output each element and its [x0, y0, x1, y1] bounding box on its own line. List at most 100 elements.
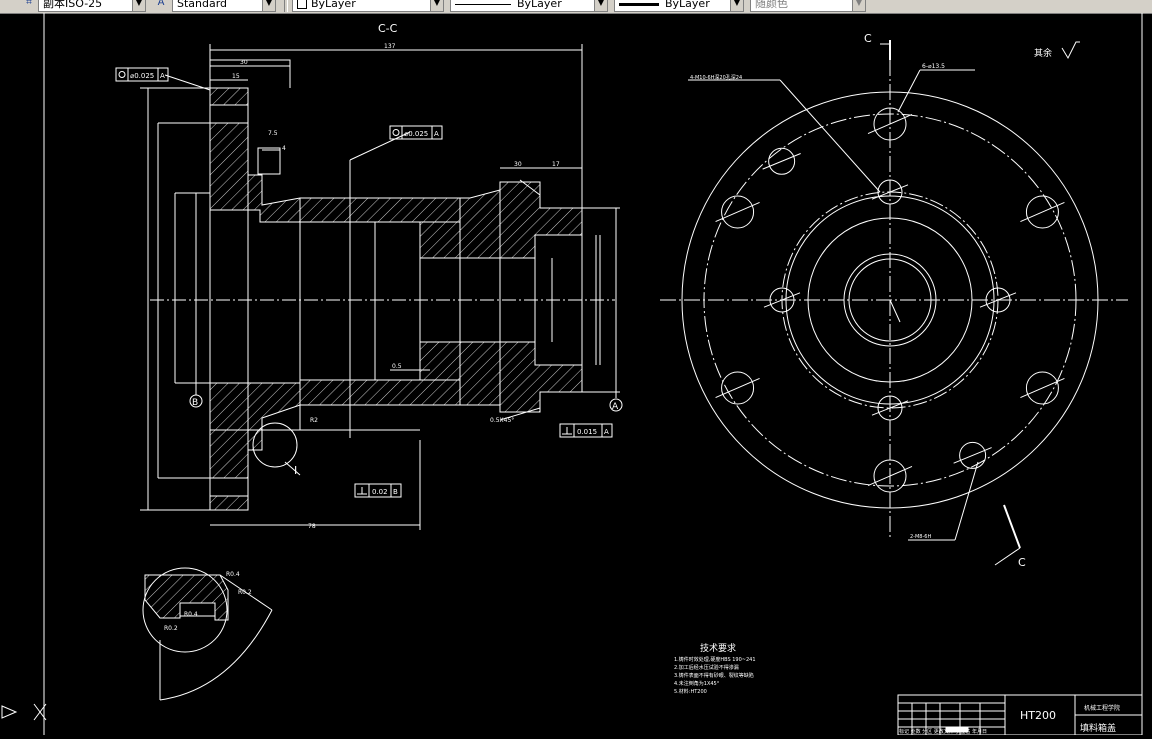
bolt-holes [715, 107, 1065, 493]
dim-flange-step: 15 [232, 73, 240, 80]
tech-line: 4.未注倒角为1X45° [674, 680, 720, 687]
threaded-hole [877, 179, 903, 205]
linetype-preview-icon [455, 3, 511, 5]
detail-r04-a: R0.4 [226, 571, 240, 578]
detail-view [142, 567, 273, 701]
dim-total-length: 137 [384, 43, 396, 50]
detail-hatch [144, 574, 229, 621]
datum-a-label: A [612, 402, 619, 412]
textstyle-dropdown[interactable]: Standard ▼ [172, 0, 276, 12]
through-hole-note: 6-⌀13.5 [922, 63, 945, 70]
tech-notes: 1.铸件时效处理,硬度HBS 190~241 2.加工后经水压试验不得渗漏 3.… [674, 656, 756, 695]
plotstyle-value: 随颜色 [755, 0, 788, 10]
linetype-dropdown[interactable]: ByLayer ▼ [450, 0, 608, 12]
hole-centerline [715, 201, 760, 223]
chevron-down-icon: ▼ [430, 0, 443, 11]
dim-0-5: 0.5 [392, 363, 402, 370]
hole-centerline [871, 184, 909, 200]
textstyle-value: Standard [177, 0, 228, 10]
datum-a-marker [609, 398, 623, 412]
cut-label-top: C [864, 32, 872, 45]
pin-hole [959, 441, 987, 469]
dim-flange-thickness: 30 [240, 59, 248, 66]
fcf-right-ref: A [604, 428, 609, 436]
fcf-top-left-ref: A [160, 72, 165, 80]
tech-line: 5.材料:HT200 [674, 688, 707, 695]
hole-centerline [867, 465, 913, 487]
fcf-bottom [354, 483, 402, 498]
layer-color-dropdown[interactable]: ByLayer ▼ [292, 0, 444, 12]
threaded-hole-note: 4-M10-6H深20孔深24 [690, 74, 742, 81]
dim-chamfer: 0.5X45° [490, 417, 514, 424]
section-view [140, 44, 620, 530]
lineweight-value: ByLayer [665, 0, 710, 10]
fcf-top-mid-ref: A [434, 130, 439, 138]
threaded-hole [985, 287, 1011, 313]
tech-line: 1.铸件时效处理,硬度HBS 190~241 [674, 656, 756, 663]
threaded-hole [877, 395, 903, 421]
lineweight-preview-icon [619, 2, 659, 6]
fcf-bottom-ref: B [393, 488, 398, 496]
detail-r02-b: R0.2 [164, 625, 178, 632]
fcf-bottom-tol: 0.02 [372, 488, 388, 496]
textstyle-icon[interactable]: A [157, 0, 165, 8]
title-part-name: 填料箱盖 [1080, 722, 1116, 734]
drawing-canvas[interactable]: ⌀0.025 A ⌀0.025 A 0.015 A 0.02 B C-C 137… [0, 13, 1152, 736]
roughness-symbol-icon [1061, 41, 1080, 60]
hole-centerline [867, 113, 913, 135]
hole-centerline [1020, 201, 1065, 223]
through-hole [873, 107, 907, 141]
detail-r02-a: R0.2 [238, 589, 252, 596]
hole-centerline [715, 377, 760, 399]
pin-hole [768, 147, 796, 175]
linetype-value: ByLayer [517, 0, 562, 10]
drawing-frame [43, 13, 1143, 735]
toolbar-separator [284, 0, 288, 12]
dim-length-30: 30 [514, 161, 522, 168]
layer-color-value: ByLayer [311, 0, 356, 10]
hole-centerline [1020, 377, 1065, 399]
dim-length-78: 78 [308, 523, 316, 530]
tech-line: 3.铸件表面不得有砂眼、裂纹等缺陷 [674, 672, 754, 679]
section-label: C-C [378, 22, 398, 35]
chevron-down-icon: ▼ [730, 0, 743, 11]
datum-b-label: B [192, 398, 198, 408]
dim-step-4: 4 [282, 145, 286, 152]
title-row-labels: 标记 处数 分区 更改文件号 签名 年月日 [899, 728, 987, 735]
dim-groove: 7.5 [268, 130, 278, 137]
title-school: 机械工程学院 [1084, 704, 1120, 712]
through-hole [721, 371, 755, 405]
properties-toolbar: ⌗ 副本ISO-25 ▼ A Standard ▼ ByLayer ▼ ByLa… [0, 0, 1152, 14]
fcf-right [559, 423, 613, 438]
front-view [660, 40, 1128, 566]
hole-centerline [762, 153, 801, 170]
through-hole [1025, 195, 1059, 229]
through-hole [721, 195, 755, 229]
fcf-top-mid [389, 125, 443, 140]
through-hole [1025, 371, 1059, 405]
hatch-upper [209, 87, 583, 259]
hole-centerline [979, 292, 1017, 308]
dimstyle-dropdown[interactable]: 副本ISO-25 ▼ [38, 0, 146, 12]
color-swatch-icon [297, 0, 307, 9]
chevron-down-icon: ▼ [262, 0, 275, 11]
cut-label-bottom: C [1018, 556, 1026, 569]
through-hole [873, 459, 907, 493]
fcf-top-left-tol: ⌀0.025 [130, 72, 154, 80]
roughness-note: 其余 [1034, 47, 1052, 59]
hole-centerline [953, 447, 992, 464]
detail-r04-b: R0.4 [184, 611, 198, 618]
dimstyle-icon[interactable]: ⌗ [26, 0, 32, 8]
pin-hole-note: 2-M8-6H [910, 534, 931, 540]
fcf-right-tol: 0.015 [577, 428, 597, 436]
dimstyle-value: 副本ISO-25 [43, 0, 103, 10]
plotstyle-dropdown[interactable]: 随颜色 ▼ [750, 0, 866, 12]
lineweight-dropdown[interactable]: ByLayer ▼ [614, 0, 744, 12]
hole-centerline [871, 400, 909, 416]
hole-centerline [763, 292, 801, 308]
title-material: HT200 [1020, 709, 1056, 722]
chevron-down-icon: ▼ [852, 0, 865, 11]
chevron-down-icon: ▼ [132, 0, 145, 11]
chevron-down-icon: ▼ [594, 0, 607, 11]
datum-b-marker [189, 394, 203, 408]
